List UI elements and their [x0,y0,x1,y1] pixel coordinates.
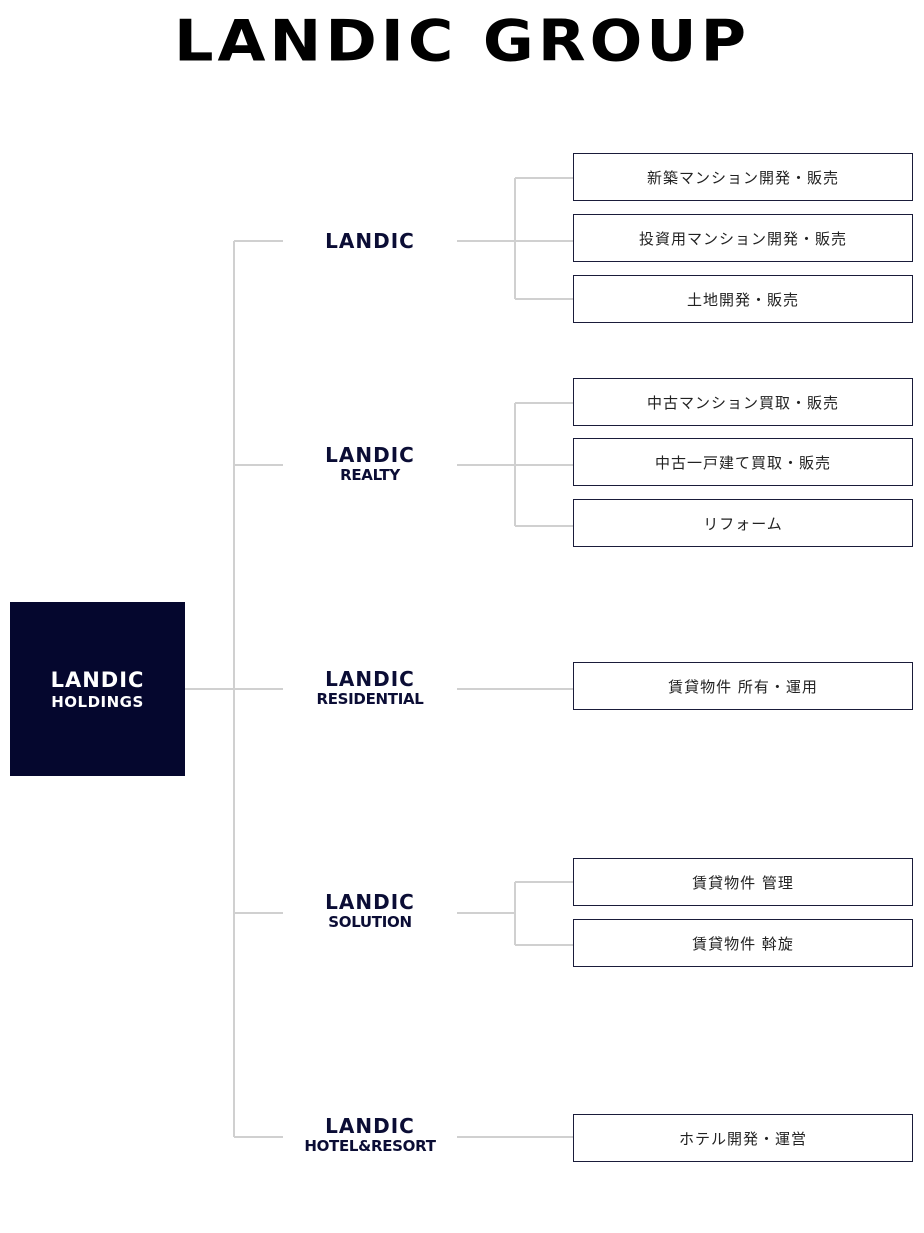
company-landic-realty: LANDIC REALTY [300,444,440,484]
page-title: LANDIC GROUP [173,6,751,75]
business-box: 賃貸物件 斡旋 [573,919,913,967]
holdings-name: LANDIC [50,668,145,692]
business-box: リフォーム [573,499,913,547]
business-box: ホテル開発・運営 [573,1114,913,1162]
company-sub: RESIDENTIAL [316,690,424,708]
company-sub: HOTEL&RESORT [304,1137,436,1155]
company-landic-residential: LANDIC RESIDENTIAL [300,668,440,708]
company-name: LANDIC [325,890,415,914]
business-box: 投資用マンション開発・販売 [573,214,913,262]
holdings-node: LANDIC HOLDINGS [10,602,185,776]
company-landic-hotel-resort: LANDIC HOTEL&RESORT [300,1115,440,1155]
business-box: 賃貸物件 所有・運用 [573,662,913,710]
company-landic-solution: LANDIC SOLUTION [300,891,440,931]
holdings-sub: HOLDINGS [51,693,144,711]
business-box: 新築マンション開発・販売 [573,153,913,201]
company-sub: REALTY [340,466,400,484]
business-box: 賃貸物件 管理 [573,858,913,906]
company-sub: SOLUTION [328,913,412,931]
business-box: 中古一戸建て買取・販売 [573,438,913,486]
business-box: 中古マンション買取・販売 [573,378,913,426]
company-name: LANDIC [325,667,415,691]
company-name: LANDIC [325,1114,415,1138]
business-box: 土地開発・販売 [573,275,913,323]
company-name: LANDIC [325,443,415,467]
company-name: LANDIC [325,229,415,253]
company-landic: LANDIC [300,230,440,252]
